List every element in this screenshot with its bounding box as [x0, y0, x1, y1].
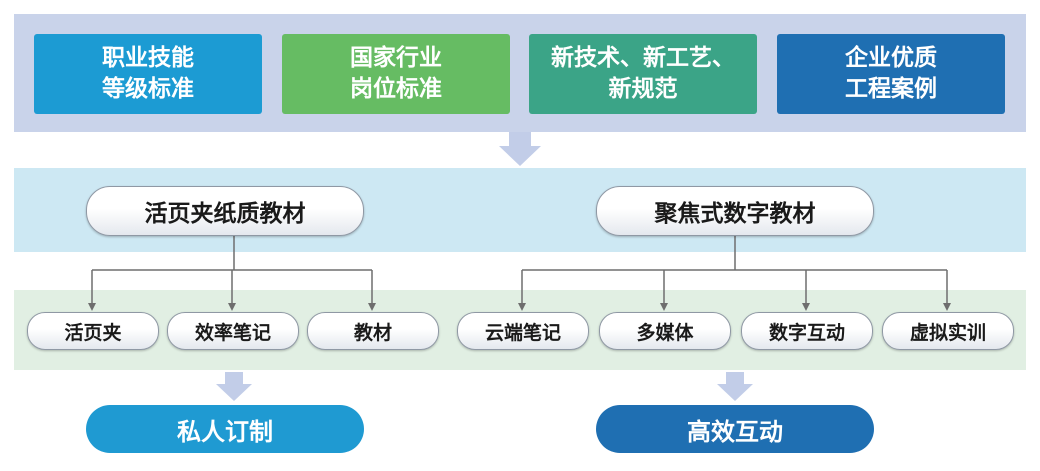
down-arrow-icon — [499, 132, 541, 166]
down-arrow-icon — [216, 372, 252, 401]
feature-label: 云端笔记 — [484, 321, 561, 344]
feature-pill-cloud-notes: 云端笔记 — [457, 312, 589, 350]
feature-label: 活页夹 — [64, 321, 122, 344]
feature-pill-digital-interaction: 数字互动 — [741, 312, 873, 350]
source-box-enterprise-cases: 企业优质 工程案例 — [777, 34, 1005, 114]
source-label: 企业优质 工程案例 — [845, 45, 937, 102]
source-box-vocational-skill-standard: 职业技能 等级标准 — [34, 34, 262, 114]
source-box-national-industry-standard: 国家行业 岗位标准 — [282, 34, 510, 114]
outcome-personalized: 私人订制 — [86, 405, 364, 453]
source-label: 国家行业 岗位标准 — [350, 45, 442, 102]
feature-pill-efficiency-notes: 效率笔记 — [167, 312, 299, 350]
source-label: 新技术、新工艺、 新规范 — [551, 45, 735, 102]
outcome-efficient-interaction: 高效互动 — [596, 405, 874, 453]
textbook-label: 聚焦式数字教材 — [654, 201, 816, 227]
feature-label: 虚拟实训 — [909, 321, 986, 344]
feature-label: 教材 — [353, 321, 392, 344]
digital-textbook-pill: 聚焦式数字教材 — [596, 186, 874, 236]
source-label: 职业技能 等级标准 — [102, 45, 194, 102]
outcome-label: 高效互动 — [687, 417, 783, 446]
down-arrow-icon — [717, 372, 753, 401]
feature-label: 效率笔记 — [194, 321, 271, 344]
paper-textbook-pill: 活页夹纸质教材 — [86, 186, 364, 236]
source-box-new-technology: 新技术、新工艺、 新规范 — [529, 34, 757, 114]
feature-pill-textbook: 教材 — [307, 312, 439, 350]
feature-pill-virtual-training: 虚拟实训 — [882, 312, 1014, 350]
outcome-label: 私人订制 — [177, 417, 273, 446]
feature-pill-loose-leaf: 活页夹 — [27, 312, 159, 350]
feature-label: 数字互动 — [768, 321, 845, 344]
feature-pill-multimedia: 多媒体 — [599, 312, 731, 350]
textbook-label: 活页夹纸质教材 — [144, 201, 306, 227]
feature-label: 多媒体 — [636, 321, 694, 344]
